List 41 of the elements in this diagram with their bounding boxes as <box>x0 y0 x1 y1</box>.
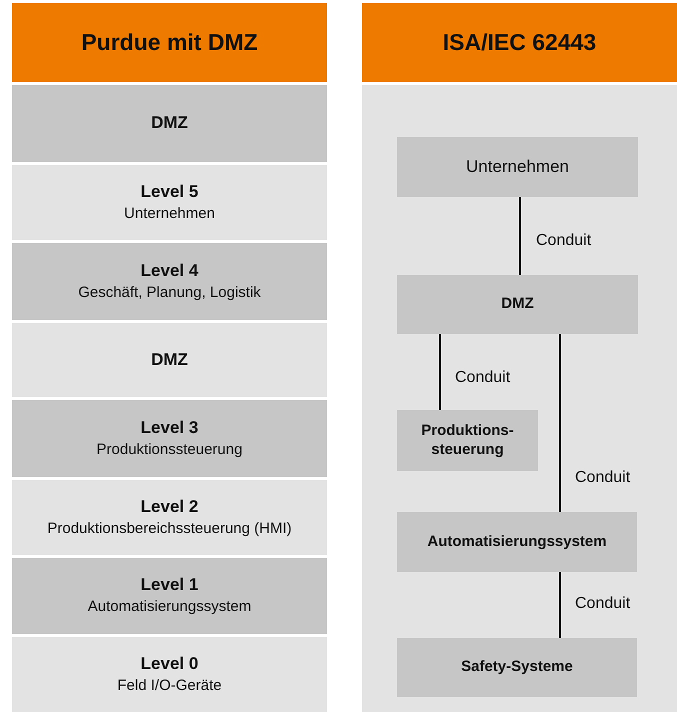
level-title: Level 2 <box>140 496 198 518</box>
level-title: Level 3 <box>140 416 198 439</box>
connector-line <box>439 334 441 410</box>
level-band <box>12 400 327 477</box>
level-band <box>12 558 327 634</box>
zone-box <box>397 512 637 572</box>
level-band <box>12 85 327 162</box>
level-band <box>12 165 327 240</box>
level-band <box>12 637 327 712</box>
connector-line <box>519 197 521 275</box>
level-band <box>12 243 327 320</box>
level-title: Level 0 <box>140 652 198 675</box>
level-band <box>12 480 327 555</box>
zone-box <box>397 638 637 697</box>
level-band <box>12 323 327 397</box>
level-description: Unternehmen <box>124 204 215 224</box>
connector-line <box>559 334 561 512</box>
zone-label: DMZ <box>500 295 535 314</box>
level-title: Level 5 <box>140 180 198 203</box>
level-description: Automatisierungssystem <box>88 597 252 618</box>
column-title: ISA/IEC 62443 <box>442 29 596 56</box>
header-band <box>12 3 327 82</box>
connector-line <box>559 572 561 638</box>
zone-label: Unternehmen <box>464 156 570 178</box>
level-title: Level 1 <box>140 574 198 596</box>
level-title: DMZ <box>151 112 188 134</box>
level-title: Level 4 <box>140 260 198 282</box>
level-description: Geschäft, Planung, Logistik <box>78 282 261 303</box>
zone-box <box>397 275 638 334</box>
level-title: DMZ <box>151 348 188 371</box>
zone-label: Safety-Systeme <box>460 658 574 677</box>
header-band <box>362 3 677 82</box>
level-description: Feld I/O-Geräte <box>117 676 222 696</box>
column-title: Purdue mit DMZ <box>81 29 258 56</box>
level-description: Produktionssteuerung <box>96 440 242 460</box>
zone-box <box>397 137 638 197</box>
zone-label: Produktions- steuerung <box>420 422 515 460</box>
panel-background <box>362 85 677 712</box>
level-description: Produktionsbereichssteuerung (HMI) <box>47 518 292 539</box>
zone-box <box>397 410 538 471</box>
zone-label: Automatisierungssystem <box>426 532 608 552</box>
